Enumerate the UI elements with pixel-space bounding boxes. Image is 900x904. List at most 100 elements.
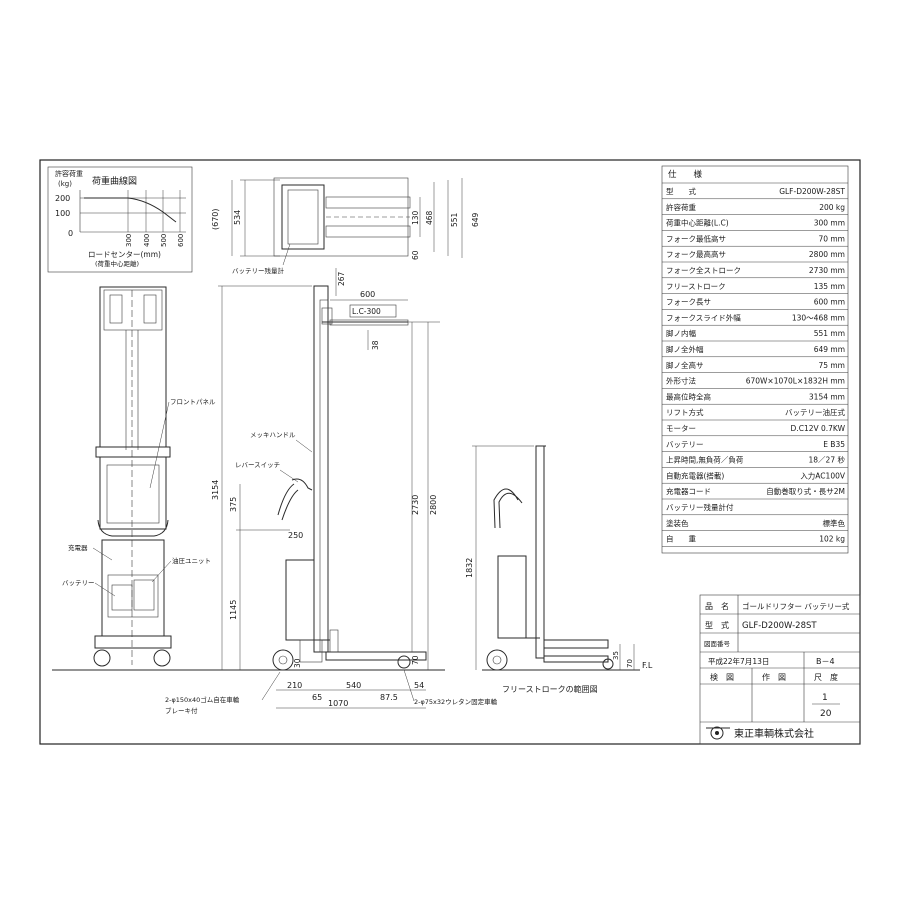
dim-600: 600 (360, 290, 375, 299)
xtick-500: 500 (160, 234, 168, 247)
spec-header: 仕 様 (668, 169, 703, 180)
dim-267: 267 (337, 271, 346, 286)
label-hydraulic-unit: 油圧ユニット (172, 556, 211, 565)
title-block: 品 名 ゴールドリフター バッテリー式 型 式 GLF-D200W-28ST 図… (699, 594, 861, 745)
label-front-panel: フロントパネル (170, 398, 216, 406)
label-lever-switch: レバースイッチ (235, 461, 280, 469)
title-sheet-code: B－4 (816, 657, 835, 666)
dim-65: 65 (312, 693, 322, 702)
label-rear-wheel: 2-φ75x32ウレタン固定車輪 (414, 697, 498, 706)
dim-1070: 1070 (328, 699, 348, 708)
load-chart-title: 荷重曲線図 (92, 175, 137, 187)
title-draw-label: 作 図 (762, 672, 786, 682)
dim-lc300: L.C-300 (352, 307, 381, 316)
spec-label: フォーク最低高サ (666, 233, 726, 243)
spec-label: 自 重 (666, 534, 696, 544)
xtick-600: 600 (177, 234, 185, 247)
dim-3154: 3154 (211, 480, 220, 500)
dim-649: 649 (471, 212, 480, 227)
dim-534: 534 (233, 210, 242, 225)
spec-label: 脚ノ内幅 (666, 328, 696, 338)
spec-label: 脚ノ全外幅 (666, 344, 704, 354)
front-view: フロントパネル 充電器 油圧ユニット バッテリー (62, 286, 216, 667)
dim-1832: 1832 (465, 558, 474, 578)
title-check-label: 検 図 (710, 672, 734, 682)
dim-130: 130 (411, 210, 420, 225)
top-view: (670) 534 130 468 551 649 60 バッテリー残量計 (211, 177, 480, 275)
spec-value: 18／27 秒 (809, 455, 846, 465)
outer-frame (39, 159, 861, 745)
dim-30: 30 (293, 658, 302, 668)
free-stroke-caption: フリーストロークの範囲図 (502, 684, 598, 694)
company-logo-icon (706, 726, 730, 740)
ytick-200: 200 (55, 194, 70, 203)
dim-540: 540 (346, 681, 361, 690)
load-chart-xlabel: ロードセンター(mm) (88, 250, 161, 259)
spec-label: 外形寸法 (666, 376, 696, 386)
spec-label: フォーク最高高サ (666, 249, 726, 259)
dim-468: 468 (425, 210, 434, 225)
spec-value: 670W×1070L×1832H mm (746, 377, 845, 386)
spec-label: バッテリー残量計付 (666, 502, 734, 512)
spec-value: 2800 mm (809, 250, 845, 259)
spec-value: 75 mm (818, 361, 845, 370)
dim-1145: 1145 (229, 600, 238, 620)
load-curve (84, 197, 177, 223)
spec-value: 300 mm (814, 219, 845, 228)
spec-label: 荷重中心距離(L.C) (666, 218, 729, 228)
title-scale-label: 尺 度 (814, 672, 838, 682)
title-date: 平成22年7月13日 (708, 656, 769, 666)
dim-2730: 2730 (411, 495, 420, 515)
spec-label: 塗装色 (666, 518, 689, 528)
dim-2800: 2800 (429, 495, 438, 515)
load-chart-xlabel-sub: (荷重中心距離) (95, 259, 139, 268)
ytick-0: 0 (68, 229, 73, 238)
spec-label: バッテリー (666, 440, 704, 449)
floor-level-label: F.L (642, 661, 653, 670)
battery-gauge-label: バッテリー残量計 (232, 266, 285, 275)
dim-87-5: 87.5 (380, 693, 398, 702)
spec-value: 3154 mm (809, 392, 845, 401)
spec-value: 600 mm (814, 298, 845, 307)
spec-value: 135 mm (814, 282, 845, 291)
spec-value: 2730 mm (809, 266, 845, 275)
title-name-label: 品 名 (705, 601, 729, 611)
spec-value: 入力AC100V (800, 470, 846, 480)
dim-551: 551 (450, 212, 459, 227)
spec-label: フリーストローク (666, 282, 726, 291)
spec-label: リフト方式 (666, 407, 704, 417)
load-chart-ylabel: 許容荷重 (55, 169, 83, 178)
title-drawing-no-label: 図面番号 (704, 640, 731, 648)
ytick-100: 100 (55, 209, 70, 218)
label-front-wheel: 2-φ150x40ゴム自在車輪 (165, 695, 240, 704)
title-scale-den: 20 (820, 709, 832, 719)
title-model-label: 型 式 (705, 620, 729, 630)
spec-label: フォークスライド外幅 (666, 312, 741, 322)
label-brake: ブレーキ付 (165, 706, 198, 715)
dim-70: 70 (411, 655, 420, 665)
spec-label: 上昇時間,無負荷／負荷 (666, 455, 744, 465)
dim-210: 210 (287, 681, 302, 690)
spec-value: 130～468 mm (792, 313, 845, 322)
title-name-value: ゴールドリフター バッテリー式 (742, 601, 850, 611)
label-battery: バッテリー (62, 579, 95, 587)
dim-38: 38 (371, 340, 380, 350)
dim-60: 60 (411, 250, 420, 260)
dim-250: 250 (288, 531, 303, 540)
spec-value: GLF-D200W-28ST (779, 187, 845, 196)
dim-70-free: 70 (626, 659, 634, 668)
xtick-400: 400 (143, 234, 151, 247)
load-chart-yunit: (kg) (58, 180, 72, 188)
label-handle: メッキハンドル (250, 431, 296, 439)
dim-670: (670) (211, 208, 220, 230)
spec-label: 最高位時全高 (666, 391, 711, 401)
spec-label: 許容荷重 (666, 202, 696, 212)
xtick-300: 300 (125, 234, 133, 247)
free-stroke-view: 1832 35 70 F.L フリーストロークの範囲図 (465, 445, 653, 694)
dim-54: 54 (414, 681, 424, 690)
spec-value: 70 mm (818, 234, 845, 243)
spec-value: 649 mm (814, 345, 845, 354)
